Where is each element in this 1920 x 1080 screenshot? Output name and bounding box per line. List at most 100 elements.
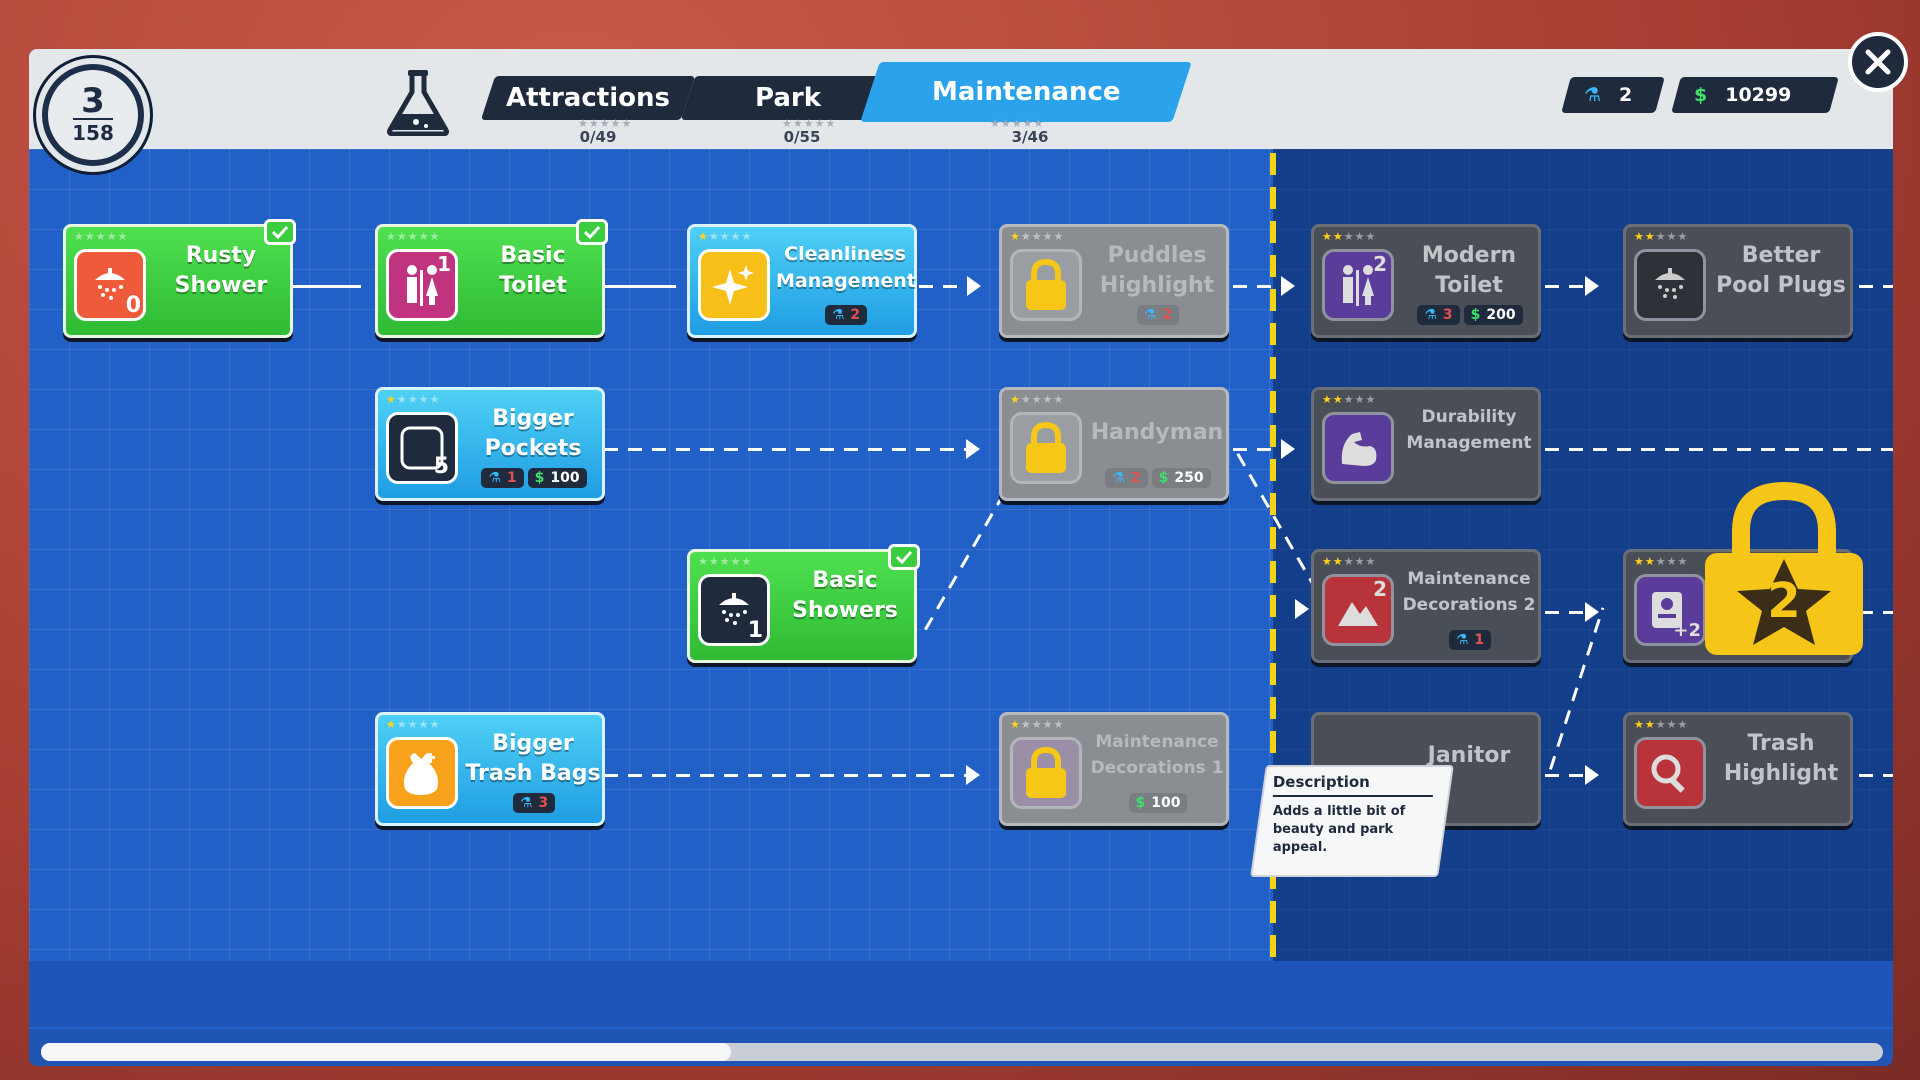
tab-progress: 3/46 — [1011, 128, 1049, 146]
connector — [919, 285, 969, 288]
arrow-icon — [967, 276, 981, 296]
node-rusty-shower[interactable]: ★★★★★ 0 Rusty Shower — [63, 219, 296, 338]
checkmark-icon — [888, 544, 920, 570]
star-rating: ★★★★★ — [1322, 393, 1377, 406]
flask-icon: ⚗ — [1455, 632, 1469, 648]
node-title: Puddles Highlight — [1099, 243, 1215, 298]
node-title: Modern Toilet — [1421, 243, 1517, 298]
connector — [1545, 448, 1893, 451]
flask-icon: ⚗ — [831, 307, 845, 323]
level-number: +2 — [1673, 620, 1701, 641]
level-number: 1 — [437, 252, 451, 276]
node-maintenance-decorations-1[interactable]: ★★★★★ Maintenance Decorations 1 $100 — [999, 712, 1229, 826]
research-points: ⚗2 — [1561, 77, 1665, 113]
star-rating: ★★★★★ — [386, 230, 441, 243]
node-basic-showers[interactable]: ★★★★★ 1 Basic Showers — [687, 544, 920, 663]
tier-divider — [1270, 153, 1276, 957]
flask-icon: ⚗ — [1584, 84, 1602, 106]
magnifier-trash-icon — [1634, 737, 1706, 809]
level-number: 0 — [125, 293, 141, 318]
star-rating: ★★★★★ — [1010, 230, 1065, 243]
node-trash-highlight[interactable]: ★★★★★ Trash Highlight — [1623, 712, 1853, 826]
trash-bag-icon — [386, 737, 458, 809]
node-modern-toilet[interactable]: ★★★★★ 2 Modern Toilet ⚗3 $200 — [1311, 224, 1541, 338]
node-basic-toilet[interactable]: ★★★★★ 1 Basic Toilet — [375, 219, 608, 338]
checkmark-icon — [576, 219, 608, 245]
tooltip-title: Description — [1272, 773, 1433, 797]
tooltip-body: Adds a little bit of beauty and park app… — [1272, 804, 1406, 855]
connector — [1859, 285, 1893, 288]
dollar-icon: $ — [1694, 84, 1708, 106]
star-rating: ★★★★★ — [1010, 393, 1065, 406]
node-cleanliness-management[interactable]: ★★★★★ Cleanliness Management ⚗2 — [687, 224, 917, 338]
node-maintenance-decorations-2[interactable]: ★★★★★ 2 Maintenance Decorations 2 ⚗1 — [1311, 549, 1541, 663]
flask-icon: ⚗ — [1112, 470, 1125, 486]
node-title: Durability Management — [1406, 407, 1532, 453]
connector — [1233, 285, 1283, 288]
star-rating: ★★★★★ — [386, 393, 441, 406]
level-number: 1 — [747, 618, 763, 643]
node-better-pool-plugs[interactable]: ★★★★★ Better Pool Plugs — [1623, 224, 1853, 338]
lock-icon — [1010, 249, 1082, 321]
research-cost: ⚗3 — [1417, 305, 1460, 325]
node-title: Maintenance Decorations 1 — [1090, 732, 1224, 778]
sparkle-icon — [698, 249, 770, 321]
money-balance: $10299 — [1671, 77, 1839, 113]
node-title: Rusty Shower — [174, 243, 268, 298]
star-rating: ★★★★★ — [74, 230, 129, 243]
research-cost: ⚗1 — [1448, 630, 1492, 650]
connector — [604, 448, 966, 451]
cost-row: ⚗2 — [776, 305, 916, 325]
dollar-icon: $ — [1470, 307, 1481, 323]
star-rating: ★★★★★ — [386, 718, 441, 731]
node-title: Bigger Trash Bags — [465, 731, 601, 786]
muscle-icon — [1322, 412, 1394, 484]
node-bigger-trash-bags[interactable]: ★★★★★ Bigger Trash Bags ⚗3 — [375, 712, 605, 826]
checkmark-icon — [264, 219, 296, 245]
money-cost: $250 — [1151, 468, 1211, 488]
flask-icon — [386, 68, 450, 137]
decoration-icon: 2 — [1322, 574, 1394, 646]
pocket-icon: 5 — [386, 412, 458, 484]
node-title: Basic Toilet — [499, 243, 567, 298]
node-handyman[interactable]: ★★★★★ Handyman ⚗2 $250 — [999, 387, 1229, 501]
node-durability-management[interactable]: ★★★★★ Durability Management — [1311, 387, 1541, 501]
research-cost: ⚗1 — [481, 468, 524, 488]
arrow-icon — [1585, 765, 1599, 785]
star-rating: ★★★★★ — [1634, 718, 1689, 731]
research-cost: ⚗2 — [1105, 468, 1148, 488]
tab-attractions[interactable]: Attractions — [480, 76, 696, 120]
connector — [1545, 611, 1585, 614]
tab-maintenance[interactable]: Maintenance — [860, 62, 1192, 122]
dollar-icon: $ — [534, 470, 545, 486]
arrow-icon — [966, 765, 980, 785]
star-rating: ★★★★★ — [1322, 230, 1377, 243]
toilet-icon: 2 — [1322, 249, 1394, 321]
node-puddles-highlight[interactable]: ★★★★★ Puddles Highlight ⚗2 — [999, 224, 1229, 338]
shower-icon: 0 — [74, 249, 146, 321]
shower-icon: 1 — [698, 574, 770, 646]
connector — [1859, 774, 1893, 777]
flask-icon: ⚗ — [1424, 307, 1437, 323]
scrollbar-thumb[interactable] — [41, 1043, 731, 1061]
level-number: 5 — [433, 454, 449, 479]
staff-card-icon: +2 — [1634, 574, 1706, 646]
research-cost: ⚗2 — [1136, 305, 1180, 325]
shower-icon — [1634, 249, 1706, 321]
tab-stars: ★★★★★ — [990, 117, 1045, 130]
lock-icon — [1010, 412, 1082, 484]
connector — [1859, 611, 1893, 614]
tab-stars: ★★★★★ — [578, 117, 633, 130]
connector — [1545, 774, 1585, 777]
arrow-icon — [1585, 276, 1599, 296]
close-button[interactable] — [1848, 32, 1908, 92]
level-number: 2 — [1373, 252, 1387, 276]
research-panel: ★★★★★ 0 Rusty Shower ★★★★★ 1 Basic Toile… — [29, 49, 1893, 1066]
arrow-icon — [1281, 439, 1295, 459]
cost-row: ⚗3 $200 — [1400, 305, 1540, 325]
money-cost: $200 — [1463, 305, 1523, 325]
connector — [604, 285, 676, 288]
flask-icon: ⚗ — [488, 470, 501, 486]
bottom-strip — [29, 961, 1893, 1027]
node-bigger-pockets[interactable]: ★★★★★ 5 Bigger Pockets ⚗1 $100 — [375, 387, 605, 501]
